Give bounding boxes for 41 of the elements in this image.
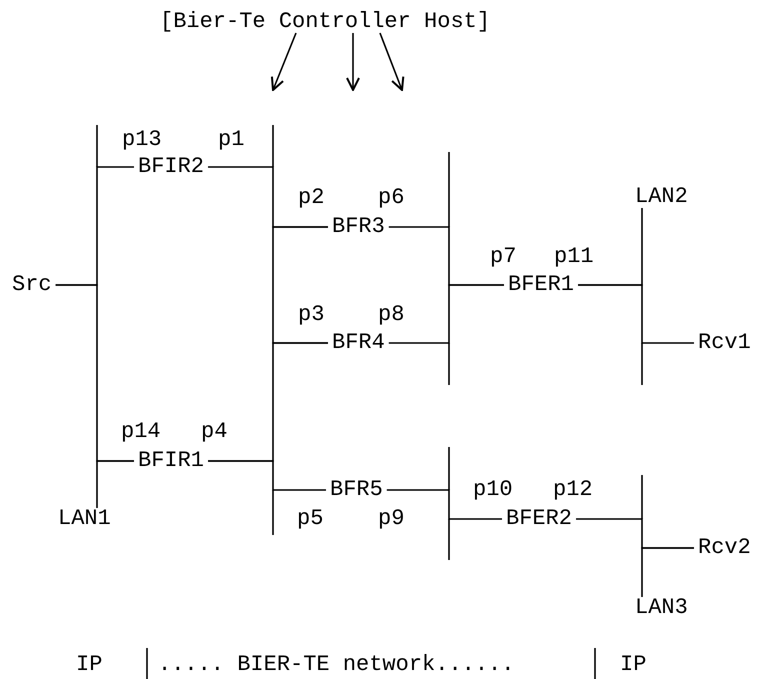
port-label: p9 bbox=[378, 508, 404, 530]
port-label: p6 bbox=[378, 187, 404, 209]
network-label: ..... BIER-TE network...... bbox=[158, 654, 514, 676]
link-line bbox=[272, 226, 328, 344]
link-line bbox=[641, 547, 694, 597]
node-label: LAN3 bbox=[631, 597, 692, 619]
network-label: IP bbox=[76, 654, 102, 676]
port-label: p4 bbox=[201, 421, 228, 443]
node-label: BFER2 bbox=[502, 508, 576, 530]
port-label: p10 bbox=[473, 479, 513, 501]
link-line bbox=[578, 284, 694, 344]
port-label: p12 bbox=[553, 479, 593, 501]
port-label: p5 bbox=[297, 508, 324, 530]
node-label: BFER1 bbox=[504, 274, 578, 296]
port-label: p11 bbox=[554, 246, 594, 268]
port-label: p14 bbox=[121, 421, 161, 443]
port-label: p7 bbox=[490, 246, 516, 268]
link-line bbox=[388, 284, 504, 344]
node-label: Rcv2 bbox=[694, 537, 755, 559]
node-label: [Bier-Te Controller Host] bbox=[156, 11, 494, 33]
arrow bbox=[379, 32, 404, 91]
node-label: LAN1 bbox=[54, 508, 115, 530]
port-label: p3 bbox=[298, 304, 324, 326]
port-label: p13 bbox=[122, 129, 162, 151]
port-label: p8 bbox=[378, 304, 404, 326]
node-label: BFR3 bbox=[328, 216, 389, 238]
node-label: Src bbox=[8, 274, 56, 296]
arrow bbox=[270, 32, 297, 91]
node-label: Rcv1 bbox=[694, 332, 755, 354]
network-label: IP bbox=[620, 654, 646, 676]
port-label: p1 bbox=[218, 129, 244, 151]
link-line bbox=[96, 460, 134, 508]
link-line bbox=[208, 460, 326, 491]
node-label: BFR4 bbox=[328, 332, 389, 354]
link-line bbox=[386, 489, 502, 520]
port-label: p2 bbox=[298, 187, 324, 209]
node-label: LAN2 bbox=[631, 186, 692, 208]
arrow bbox=[346, 33, 360, 91]
node-label: BFR5 bbox=[326, 479, 387, 501]
node-label: BFIR2 bbox=[134, 156, 208, 178]
node-label: BFIR1 bbox=[134, 450, 208, 472]
